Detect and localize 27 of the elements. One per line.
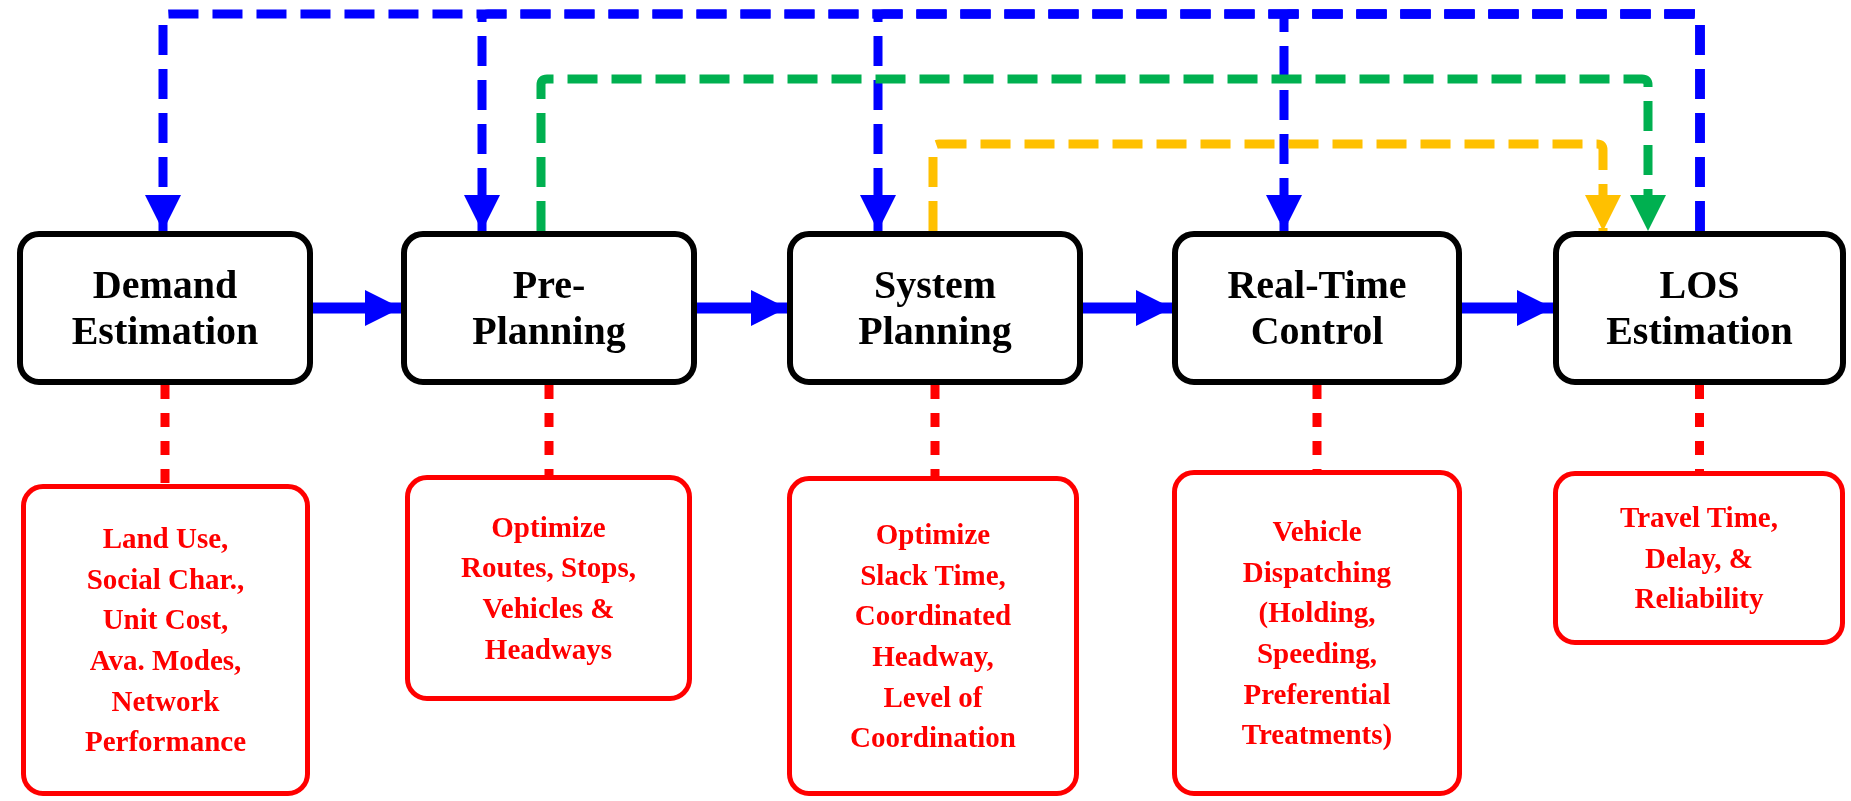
detail-box: [1172, 470, 1462, 796]
process-box: [787, 231, 1083, 385]
detail-text: Travel Time, Delay, & Reliability: [1619, 500, 1779, 617]
detail-box: [1553, 471, 1845, 645]
arrow: [1462, 290, 1553, 326]
process-box: [17, 231, 313, 385]
detail-text: Land Use, Social Char., Unit Cost, Ava. Modes, Network Performance: [84, 521, 247, 760]
process-title: LOS Estimation: [1605, 262, 1794, 354]
arrow: [1083, 290, 1172, 326]
detail-text: Optimize Slack Time, Coordinated Headway, Level of Coordination: [849, 517, 1017, 756]
dashed-arrow: [536, 74, 1666, 231]
dashed-arrow: [1266, 9, 1705, 231]
detail-box: [21, 484, 310, 796]
detail-box: [787, 476, 1079, 796]
process-title: Pre-Planning: [471, 262, 627, 354]
detail-text: Optimize Routes, Stops, Vehicles & Headways: [460, 509, 637, 667]
process-title: Demand Estimation: [70, 262, 260, 354]
detail-text: Vehicle Dispatching (Holding, Speeding, Preferential Treatments): [1240, 514, 1394, 753]
dashed-arrow: [928, 139, 1621, 231]
process-box: [1553, 231, 1846, 385]
process-title: System Planning: [857, 262, 1013, 354]
detail-box: [405, 475, 692, 701]
process-box: [401, 231, 697, 385]
process-title: Real-Time Control: [1226, 262, 1408, 354]
arrow: [697, 290, 787, 326]
process-box: [1172, 231, 1462, 385]
arrow: [313, 290, 401, 326]
